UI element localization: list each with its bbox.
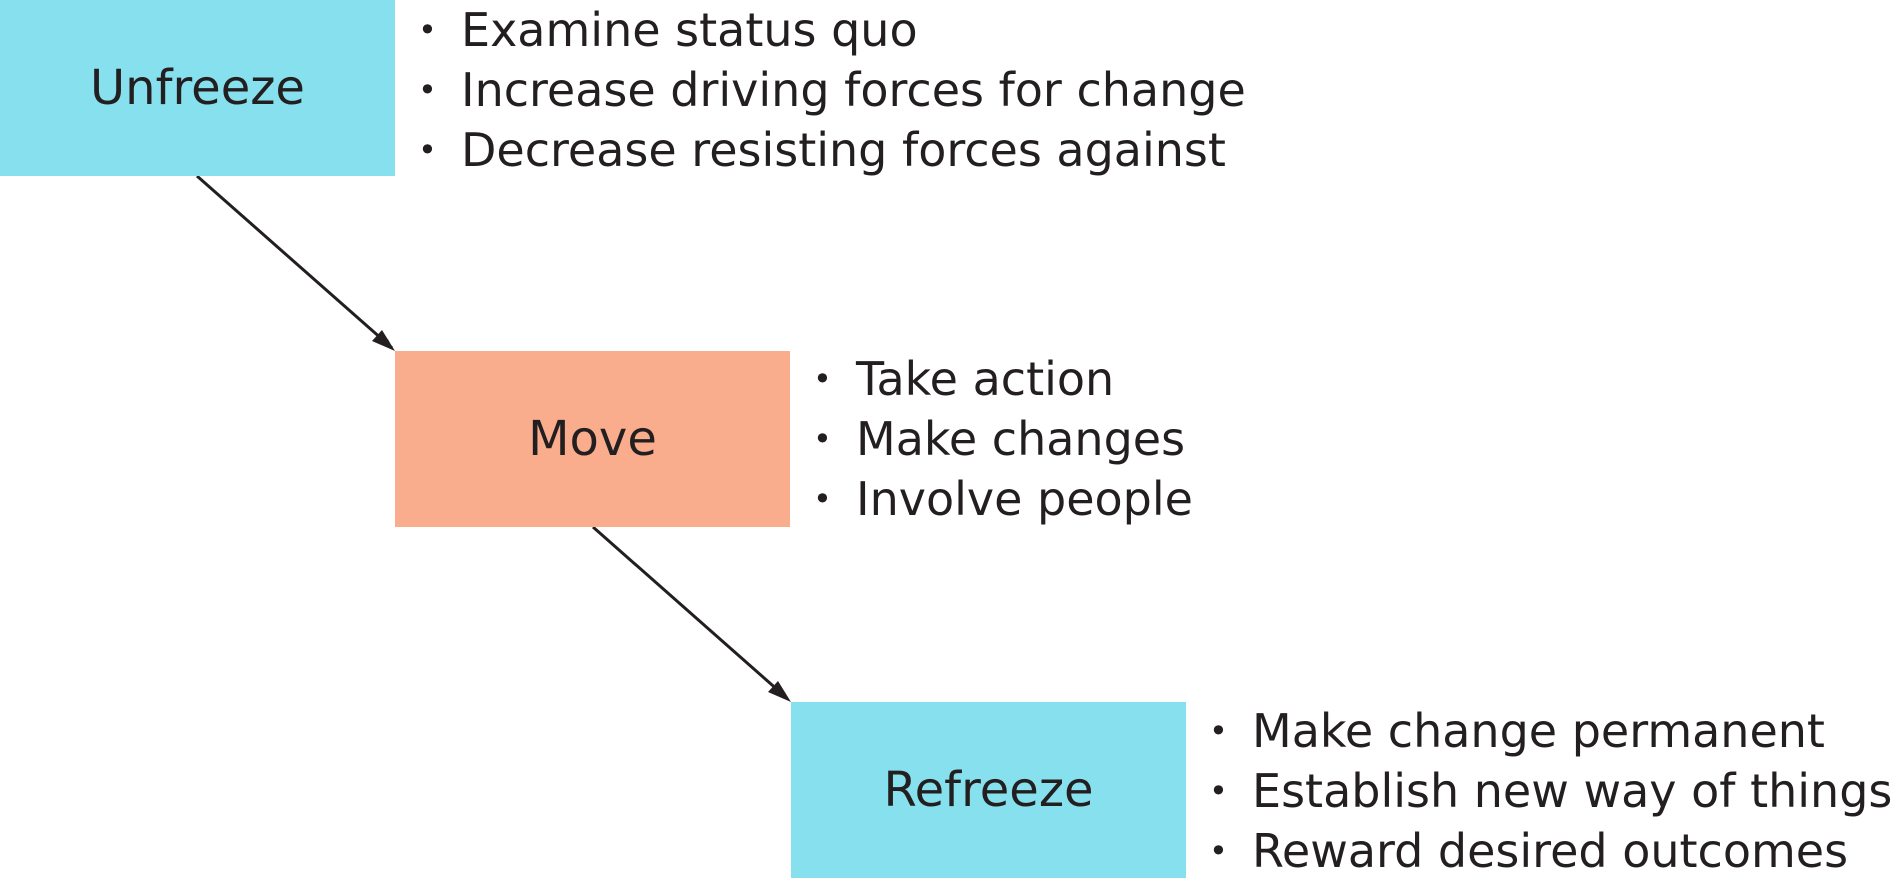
stage-bullets-move: Take action Make changes Involve people — [813, 349, 1193, 529]
stage-box-move: Move — [395, 351, 790, 527]
stage-bullets-refreeze: Make change permanent Establish new way … — [1209, 701, 1892, 881]
stage-box-unfreeze: Unfreeze — [0, 0, 395, 176]
stage-bullets-unfreeze: Examine status quo Increase driving forc… — [418, 0, 1246, 180]
bullet-item: Take action — [813, 349, 1193, 409]
stage-label-unfreeze: Unfreeze — [90, 60, 305, 116]
bullet-item: Make change permanent — [1209, 701, 1892, 761]
stage-box-refreeze: Refreeze — [791, 702, 1186, 878]
stage-label-move: Move — [528, 411, 657, 467]
bullet-item: Decrease resisting forces against — [418, 120, 1246, 180]
arrowhead-unfreeze-to-move — [372, 330, 395, 351]
arrow-unfreeze-to-move — [196, 174, 393, 350]
bullet-item: Make changes — [813, 409, 1193, 469]
arrow-move-to-refreeze — [592, 525, 781, 694]
bullet-item: Examine status quo — [418, 0, 1246, 60]
bullet-item: Involve people — [813, 469, 1193, 529]
bullet-item: Establish new way of things — [1209, 761, 1892, 821]
arrowhead-move-to-refreeze — [768, 681, 791, 702]
bullet-item: Increase driving forces for change — [418, 60, 1246, 120]
bullet-item: Reward desired outcomes — [1209, 821, 1892, 881]
stage-label-refreeze: Refreeze — [883, 762, 1094, 818]
